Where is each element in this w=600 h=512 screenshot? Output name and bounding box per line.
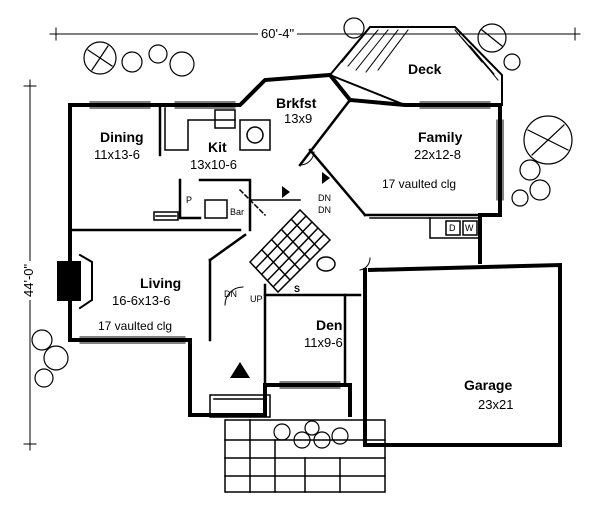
den-size: 11x9-6	[304, 335, 343, 350]
landscape-trees	[31, 17, 573, 449]
laundry	[369, 217, 481, 239]
stairs	[238, 188, 336, 294]
overall-width-label: 60'-4"	[258, 27, 298, 40]
fireplace	[57, 253, 93, 310]
kitchen-counters	[153, 107, 271, 221]
dryer-label: D	[449, 223, 456, 233]
garage-size: 23x21	[478, 397, 514, 412]
stair-s-label: S	[294, 284, 301, 294]
dining-size: 11x13-6	[94, 147, 141, 162]
brkfst-size: 13x9	[284, 111, 313, 126]
family-size: 22x12-8	[414, 147, 461, 162]
family-label: Family	[418, 129, 463, 145]
washer-label: W	[465, 223, 474, 233]
interior-walls	[68, 98, 482, 387]
window-marks	[79, 101, 504, 389]
pantry-label: P	[186, 195, 193, 205]
living-ceiling-note: 17 vaulted clg	[98, 319, 173, 333]
exterior-walls	[68, 72, 502, 417]
kit-label: Kit	[208, 139, 227, 155]
family-ceiling-note: 17 vaulted clg	[382, 177, 457, 191]
garage-label: Garage	[464, 377, 513, 393]
stair-dn-landing-label: DN	[224, 289, 237, 299]
stair-dn-label-top: DN	[318, 193, 331, 203]
living-label: Living	[140, 275, 182, 291]
brkfst-label: Brkfst	[276, 95, 317, 111]
entry-arrow-icon	[230, 362, 250, 378]
front-porch	[209, 394, 386, 493]
stair-up-label: UP	[250, 294, 263, 304]
dining-label: Dining	[100, 129, 144, 145]
direction-arrow-icon	[282, 186, 290, 198]
garage-walls	[363, 262, 562, 447]
direction-arrow-icon	[322, 172, 330, 184]
overall-depth-label: 44'-0"	[21, 260, 36, 300]
deck-label: Deck	[408, 61, 442, 77]
stair-dn-label-bottom: DN	[318, 205, 331, 215]
living-size: 16-6x13-6	[112, 293, 171, 308]
den-label: Den	[316, 317, 343, 333]
kit-size: 13x10-6	[190, 157, 237, 172]
bar-label: Bar	[230, 207, 245, 217]
door-swings	[224, 151, 371, 306]
